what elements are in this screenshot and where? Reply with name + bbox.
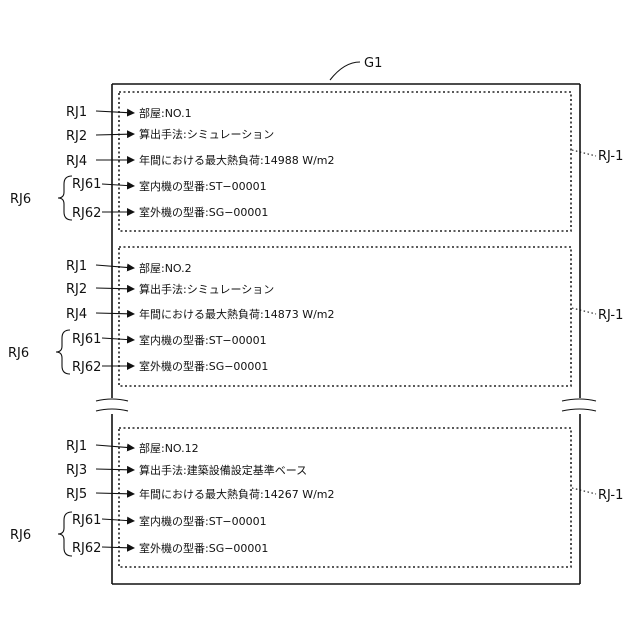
row-text: 部屋:NO.12 (139, 441, 199, 455)
row-text: 室外機の型番:SG−00001 (139, 359, 268, 373)
row-ref-label: RJ5 (66, 487, 87, 502)
row-arrow (102, 519, 134, 521)
figure-label-group: G1 (330, 56, 382, 80)
row-text: 算出手法:シミュレーション (139, 127, 274, 141)
row-ref-label: RJ62 (72, 206, 101, 221)
group-label: RJ-1 (598, 308, 623, 323)
record-card-2: RJ1 部屋:NO.2 RJ2 算出手法:シミュレーション RJ4 年間における… (8, 247, 623, 386)
row-arrow (96, 111, 134, 113)
card-row: RJ61 室内機の型番:ST−00001 (72, 177, 267, 193)
row-text: 室内機の型番:ST−00001 (139, 333, 267, 347)
row-arrow (96, 265, 134, 268)
card-row: RJ61 室内機の型番:ST−00001 (72, 513, 267, 528)
figure-label-leader (330, 62, 360, 80)
row-arrow (96, 445, 134, 448)
row-ref-label: RJ61 (72, 513, 101, 528)
card-row: RJ61 室内機の型番:ST−00001 (72, 332, 267, 347)
row-text: 部屋:NO.1 (139, 106, 192, 120)
row-text: 部屋:NO.2 (139, 261, 192, 275)
brace (58, 512, 72, 556)
brace-group: RJ6 (10, 512, 72, 556)
card-row: RJ1 部屋:NO.12 (66, 439, 199, 455)
row-arrow (96, 288, 134, 289)
row-ref-label: RJ4 (66, 307, 87, 322)
brace-label: RJ6 (10, 192, 31, 207)
group-leader (572, 308, 596, 314)
row-text: 算出手法:建築設備設定基準ベース (139, 463, 307, 477)
row-text: 室内機の型番:ST−00001 (139, 514, 267, 528)
group-leader (572, 488, 596, 494)
row-ref-label: RJ2 (66, 129, 87, 144)
row-text: 年間における最大熱負荷:14873 W/m2 (139, 307, 335, 321)
brace (58, 176, 72, 220)
group-leader (572, 150, 596, 156)
row-arrow (96, 469, 134, 470)
row-ref-label: RJ4 (66, 154, 87, 169)
figure-label: G1 (364, 56, 382, 71)
card-row: RJ62 室外機の型番:SG−00001 (72, 205, 268, 221)
row-arrow (96, 134, 134, 135)
card-row: RJ62 室外機の型番:SG−00001 (72, 359, 268, 375)
row-arrow (102, 547, 134, 548)
group-label: RJ-1 (598, 488, 623, 503)
break-mark-left (96, 399, 128, 411)
card-row: RJ5 年間における最大熱負荷:14267 W/m2 (66, 487, 335, 502)
row-text: 室外機の型番:SG−00001 (139, 205, 268, 219)
brace-label: RJ6 (8, 346, 29, 361)
card-row: RJ2 算出手法:シミュレーション (66, 282, 274, 297)
row-arrow (102, 338, 134, 340)
row-arrow (102, 184, 134, 186)
row-text: 年間における最大熱負荷:14988 W/m2 (139, 153, 335, 167)
row-text: 室内機の型番:ST−00001 (139, 179, 267, 193)
brace (56, 330, 70, 374)
row-ref-label: RJ1 (66, 105, 87, 120)
row-ref-label: RJ1 (66, 259, 87, 274)
row-ref-label: RJ62 (72, 360, 101, 375)
record-card-1: RJ1 部屋:NO.1 RJ2 算出手法:シミュレーション RJ4 年間における… (10, 92, 623, 231)
break-mark-right (562, 399, 596, 411)
card-row: RJ4 年間における最大熱負荷:14988 W/m2 (66, 153, 335, 169)
row-ref-label: RJ62 (72, 541, 101, 556)
card-row: RJ1 部屋:NO.1 (66, 105, 192, 120)
row-ref-label: RJ3 (66, 463, 87, 478)
row-ref-label: RJ61 (72, 332, 101, 347)
card-row: RJ4 年間における最大熱負荷:14873 W/m2 (66, 307, 335, 322)
brace-group: RJ6 (10, 176, 72, 220)
row-ref-label: RJ2 (66, 282, 87, 297)
card-row: RJ1 部屋:NO.2 (66, 259, 192, 275)
brace-group: RJ6 (8, 330, 70, 374)
row-text: 年間における最大熱負荷:14267 W/m2 (139, 487, 335, 501)
row-arrow (96, 493, 134, 494)
card-row: RJ62 室外機の型番:SG−00001 (72, 541, 268, 556)
row-text: 室外機の型番:SG−00001 (139, 541, 268, 555)
row-text: 算出手法:シミュレーション (139, 282, 274, 296)
card-row: RJ2 算出手法:シミュレーション (66, 127, 274, 144)
row-ref-label: RJ1 (66, 439, 87, 454)
row-ref-label: RJ61 (72, 177, 101, 192)
group-label: RJ-1 (598, 149, 623, 164)
record-card-3: RJ1 部屋:NO.12 RJ3 算出手法:建築設備設定基準ベース RJ5 年間… (10, 428, 623, 567)
card-row: RJ3 算出手法:建築設備設定基準ベース (66, 463, 307, 478)
brace-label: RJ6 (10, 528, 31, 543)
row-arrow (96, 313, 134, 314)
